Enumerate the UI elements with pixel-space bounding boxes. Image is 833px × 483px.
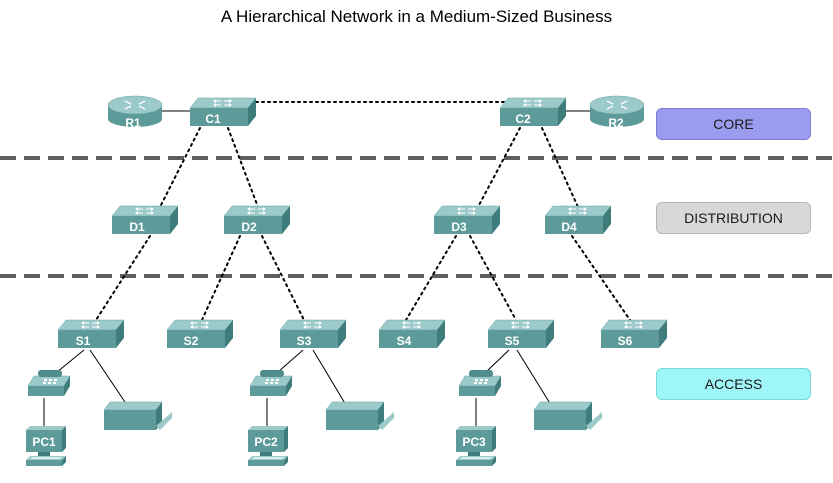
switch-s1-label: S1 xyxy=(76,334,91,348)
layer-separators xyxy=(0,156,833,278)
links xyxy=(43,101,631,428)
link-c1-d1 xyxy=(159,127,201,208)
switch-s2-label: S2 xyxy=(184,334,199,348)
link-d3-s5 xyxy=(469,235,517,321)
switch-icon xyxy=(378,319,446,349)
switch-c1-label: C1 xyxy=(205,112,221,126)
link-s5-printer3 xyxy=(516,349,552,406)
switch-d1[interactable]: D1 xyxy=(111,205,179,235)
switch-icon xyxy=(433,205,501,235)
printer-icon xyxy=(103,401,173,431)
ip-phone-1[interactable] xyxy=(27,369,71,397)
link-s1-printer1 xyxy=(89,349,128,406)
switch-icon xyxy=(57,319,125,349)
link-d2-s3 xyxy=(261,235,305,321)
link-d4-s6 xyxy=(571,235,631,321)
ip-phone-icon xyxy=(458,369,502,397)
switch-s4[interactable]: S4 xyxy=(378,319,446,349)
ip-phone-icon xyxy=(27,369,71,397)
switch-d2[interactable]: D2 xyxy=(223,205,291,235)
switch-s2[interactable]: S2 xyxy=(166,319,234,349)
switch-icon xyxy=(487,319,555,349)
printer-icon xyxy=(533,401,603,431)
printer-3[interactable] xyxy=(533,401,603,431)
switch-d3-label: D3 xyxy=(451,220,467,234)
switch-s6[interactable]: S6 xyxy=(600,319,668,349)
router-r1[interactable]: R1 xyxy=(107,95,163,130)
switch-d2-label: D2 xyxy=(241,220,257,234)
switch-icon xyxy=(544,205,612,235)
link-s5-phone3 xyxy=(485,349,510,373)
link-c2-d4 xyxy=(541,127,579,208)
link-d1-s1 xyxy=(95,235,151,321)
router-r2-label: R2 xyxy=(608,116,624,130)
switch-s1[interactable]: S1 xyxy=(57,319,125,349)
router-r2[interactable]: R2 xyxy=(589,95,645,130)
switch-s4-label: S4 xyxy=(397,334,412,348)
solid-links xyxy=(43,110,592,428)
router-r1-label: R1 xyxy=(125,116,141,130)
switch-d4[interactable]: D4 xyxy=(544,205,612,235)
switch-d3[interactable]: D3 xyxy=(433,205,501,235)
switch-d4-label: D4 xyxy=(561,220,577,234)
switch-icon xyxy=(279,319,347,349)
switch-icon xyxy=(223,205,291,235)
switch-c1[interactable]: C1 xyxy=(189,97,257,127)
ip-phone-icon xyxy=(249,369,293,397)
switch-icon xyxy=(166,319,234,349)
ip-phone-3[interactable] xyxy=(458,369,502,397)
switch-s5[interactable]: S5 xyxy=(487,319,555,349)
pc-2-label: PC2 xyxy=(254,435,278,449)
link-s3-phone2 xyxy=(277,349,304,373)
pc-1[interactable]: PC1 xyxy=(25,425,67,467)
distribution-layer-label: DISTRIBUTION xyxy=(656,202,811,234)
printer-2[interactable] xyxy=(325,401,395,431)
switch-icon xyxy=(600,319,668,349)
link-s3-printer2 xyxy=(312,349,347,406)
switch-s5-label: S5 xyxy=(505,334,520,348)
link-s1-phone1 xyxy=(56,349,85,373)
switch-s6-label: S6 xyxy=(618,334,633,348)
pc-1-label: PC1 xyxy=(32,435,56,449)
diagram-title: A Hierarchical Network in a Medium-Sized… xyxy=(220,7,613,26)
pc-2[interactable]: PC2 xyxy=(247,425,289,467)
switch-icon xyxy=(499,97,567,127)
switch-icon xyxy=(189,97,257,127)
switch-d1-label: D1 xyxy=(129,220,145,234)
link-c2-d3 xyxy=(477,127,521,208)
link-c1-d2 xyxy=(227,127,259,208)
access-layer-label: ACCESS xyxy=(656,368,811,400)
core-layer-label: CORE xyxy=(656,108,811,140)
pc-3-label: PC3 xyxy=(462,435,486,449)
switch-icon xyxy=(111,205,179,235)
printer-icon xyxy=(325,401,395,431)
switch-c2[interactable]: C2 xyxy=(499,97,567,127)
switch-s3-label: S3 xyxy=(297,334,312,348)
ip-phone-2[interactable] xyxy=(249,369,293,397)
link-d3-s4 xyxy=(405,235,457,321)
dotted-links xyxy=(95,101,631,321)
pc-3[interactable]: PC3 xyxy=(455,425,497,467)
switch-s3[interactable]: S3 xyxy=(279,319,347,349)
printer-1[interactable] xyxy=(103,401,173,431)
switch-c2-label: C2 xyxy=(515,112,531,126)
